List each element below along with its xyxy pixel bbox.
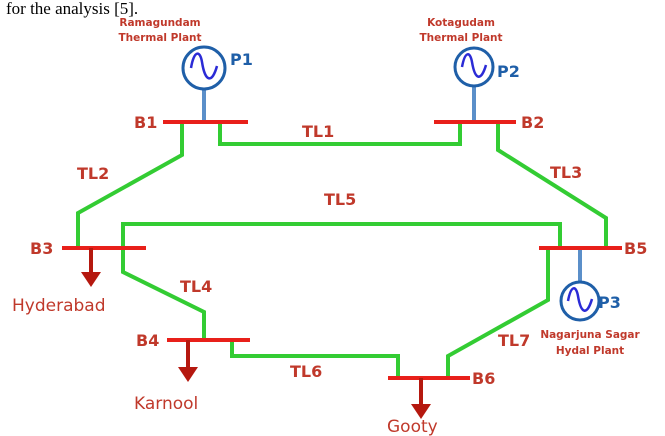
bus-label: B3 (30, 239, 53, 258)
sine-wave-icon (460, 53, 488, 78)
generator-label: P2 (497, 62, 520, 81)
bus-label: B6 (472, 369, 495, 388)
generator-p1 (181, 45, 227, 91)
bus-label: B2 (521, 113, 544, 132)
bus-label: B5 (624, 239, 647, 258)
load-karnool-arrow (178, 340, 198, 382)
buses (62, 120, 622, 380)
load-gooty-arrow (411, 378, 431, 419)
line-tl4 (121, 248, 206, 340)
line-label: TL2 (77, 164, 109, 183)
down-arrow-icon (178, 367, 198, 382)
generator-label: P1 (230, 50, 253, 69)
down-arrow-icon (411, 404, 431, 419)
line-label: TL6 (290, 362, 322, 381)
line-tl7 (446, 248, 550, 378)
line-label: TL5 (324, 190, 356, 209)
generator-p3 (559, 280, 601, 322)
bus-label: B1 (134, 113, 157, 132)
sine-wave-icon (189, 52, 219, 80)
generator-p2 (453, 46, 495, 88)
line-tl6 (230, 340, 400, 378)
plant-label-line2: Thermal Plant (118, 32, 201, 44)
line-label: TL7 (498, 331, 530, 350)
plant-label-line1: Ramagundam (119, 17, 200, 29)
load-hyderabad-arrow (81, 248, 101, 287)
plant-label-line2: Hydal Plant (556, 345, 624, 357)
caption-text: for the analysis [5]. (6, 0, 138, 18)
line-tl1 (218, 122, 462, 146)
plant-label-line1: Kotagudam (427, 17, 495, 29)
sine-wave-icon (566, 287, 594, 312)
load-label: Gooty (387, 417, 438, 436)
line-label: TL3 (550, 163, 582, 182)
load-label: Hyderabad (12, 296, 106, 316)
line-tl2 (76, 122, 184, 248)
down-arrow-icon (81, 272, 101, 287)
generator-label: P3 (598, 293, 621, 312)
line-label: TL4 (180, 277, 212, 296)
plant-label-line1: Nagarjuna Sagar (540, 329, 640, 341)
line-label: TL1 (302, 122, 334, 141)
transmission-lines (76, 122, 608, 378)
line-tl3 (496, 122, 608, 248)
bus-label: B4 (136, 331, 159, 350)
load-label: Karnool (134, 394, 198, 414)
line-tl5 (121, 222, 562, 248)
plant-label-line2: Thermal Plant (419, 32, 502, 44)
